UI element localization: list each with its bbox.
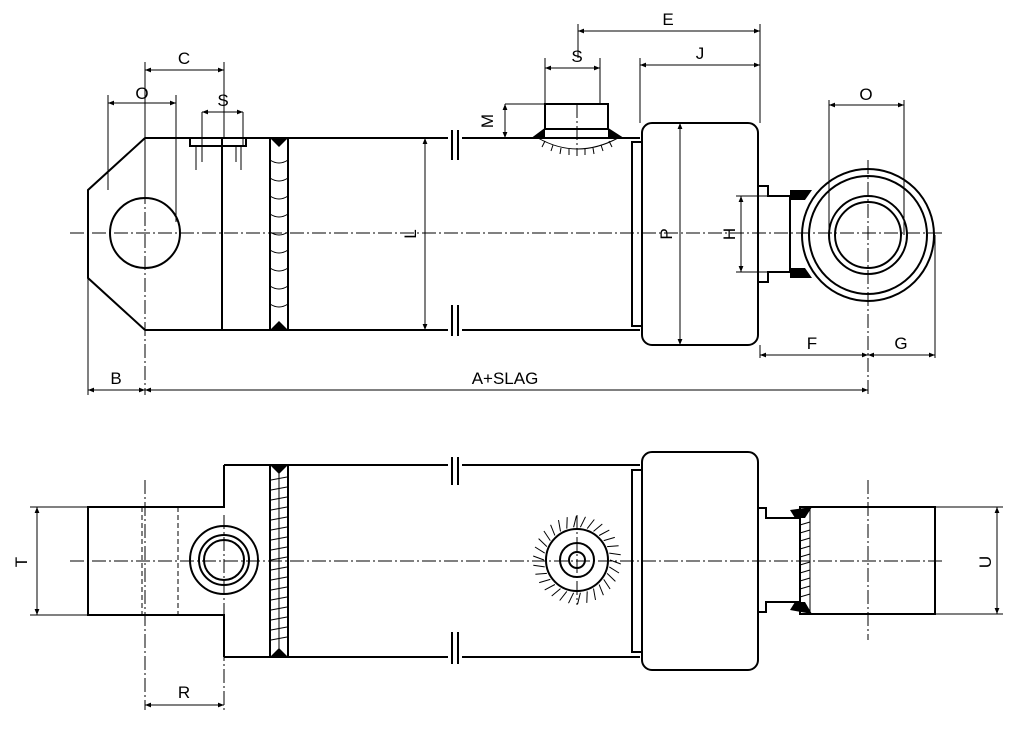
circumferential-weld-bottom bbox=[269, 465, 289, 657]
weld-tick bbox=[543, 530, 551, 541]
label-g: G bbox=[894, 334, 907, 353]
break-marks-bottom bbox=[451, 457, 459, 664]
weld-tick bbox=[603, 579, 611, 590]
weld-tick bbox=[577, 592, 581, 605]
label-t: T bbox=[12, 557, 31, 567]
body-step bbox=[631, 141, 643, 327]
weld-tick bbox=[606, 573, 616, 582]
weld-tick bbox=[593, 523, 603, 532]
weld-tick bbox=[579, 516, 586, 528]
break-marks-top bbox=[451, 130, 459, 336]
extension-lines-top bbox=[87, 24, 936, 395]
label-j: J bbox=[696, 44, 705, 63]
label-h: H bbox=[720, 228, 739, 240]
label-r: R bbox=[178, 683, 190, 702]
weld-tick bbox=[559, 591, 568, 601]
weld-tick bbox=[539, 578, 551, 584]
weld-tick bbox=[544, 584, 556, 591]
piston-rod bbox=[758, 185, 812, 283]
weld-tick bbox=[558, 520, 561, 532]
weld-tick bbox=[603, 536, 615, 542]
weld-tick bbox=[533, 564, 545, 568]
label-f: F bbox=[807, 334, 817, 353]
rod-eye-pin bbox=[834, 201, 902, 269]
label-s-top: S bbox=[571, 47, 582, 66]
label-o-right: O bbox=[859, 85, 872, 104]
weld-tick bbox=[593, 588, 596, 600]
weld-tick bbox=[533, 555, 545, 561]
weld-tick bbox=[568, 592, 575, 604]
label-b: B bbox=[110, 369, 121, 388]
weld-tick bbox=[598, 584, 604, 596]
label-e: E bbox=[662, 10, 673, 29]
label-c: C bbox=[178, 49, 190, 68]
label-u: U bbox=[976, 556, 995, 568]
plan-view: T U R bbox=[12, 451, 1003, 710]
weld-tick bbox=[538, 538, 548, 547]
weld-tick bbox=[598, 529, 610, 536]
weld-tick bbox=[609, 552, 621, 556]
rear-port bbox=[189, 112, 247, 170]
side-view: C O S M S E J O L P H F G B A+SLAG bbox=[70, 10, 945, 395]
label-m: M bbox=[478, 114, 497, 128]
weld-tick bbox=[550, 524, 556, 536]
label-a-slag: A+SLAG bbox=[472, 369, 539, 388]
label-l: L bbox=[401, 229, 420, 238]
weld-tick bbox=[534, 546, 545, 554]
weld-tick bbox=[586, 519, 595, 529]
weld-tick bbox=[609, 566, 620, 574]
label-o-left: O bbox=[135, 84, 148, 103]
gland-head bbox=[641, 122, 759, 346]
weld-tick bbox=[573, 515, 577, 528]
circumferential-weld-top bbox=[269, 138, 289, 330]
weld-tick bbox=[551, 588, 561, 597]
label-s-left: S bbox=[217, 91, 228, 110]
rear-clevis-outline bbox=[87, 137, 146, 331]
label-p: P bbox=[657, 228, 676, 239]
weld-tick bbox=[607, 545, 619, 548]
weld-tick bbox=[535, 572, 547, 575]
